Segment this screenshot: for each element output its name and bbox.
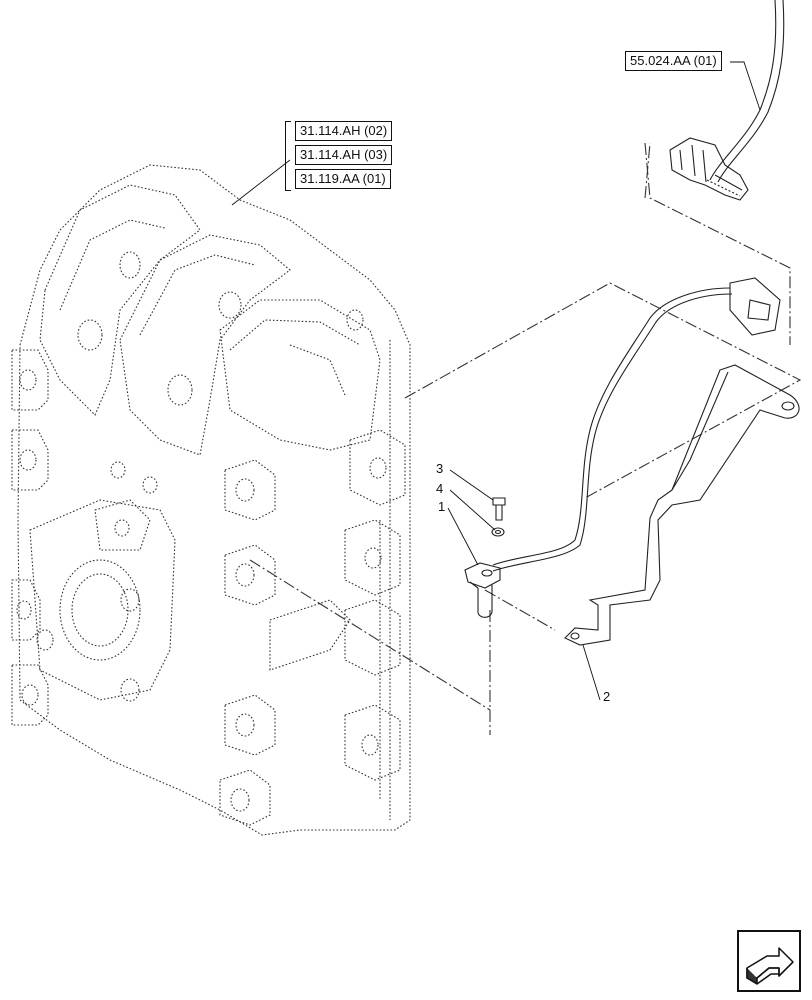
harness-connector-upper — [669, 0, 785, 201]
screw-and-washer — [491, 497, 506, 537]
arrow-next-page-icon — [746, 947, 794, 985]
bracket — [564, 364, 800, 646]
callout-item-4: 4 — [436, 481, 444, 496]
sensor-harness — [492, 277, 781, 572]
transmission-housing — [11, 164, 411, 836]
next-page-button[interactable] — [737, 930, 801, 992]
speed-sensor — [464, 562, 501, 618]
reference-31-114-ah-02[interactable]: 31.114.AH (02) — [295, 121, 393, 141]
leader-lines — [231, 61, 761, 701]
reference-31-119-aa-01[interactable]: 31.119.AA (01) — [295, 169, 391, 189]
callout-item-2: 2 — [603, 689, 611, 704]
callout-item-1: 1 — [438, 499, 446, 514]
reference-group-bracket — [285, 121, 291, 191]
reference-55-024-aa-01[interactable]: 55.024.AA (01) — [625, 51, 722, 71]
callout-item-3: 3 — [436, 461, 444, 476]
reference-31-114-ah-03[interactable]: 31.114.AH (03) — [295, 145, 393, 165]
